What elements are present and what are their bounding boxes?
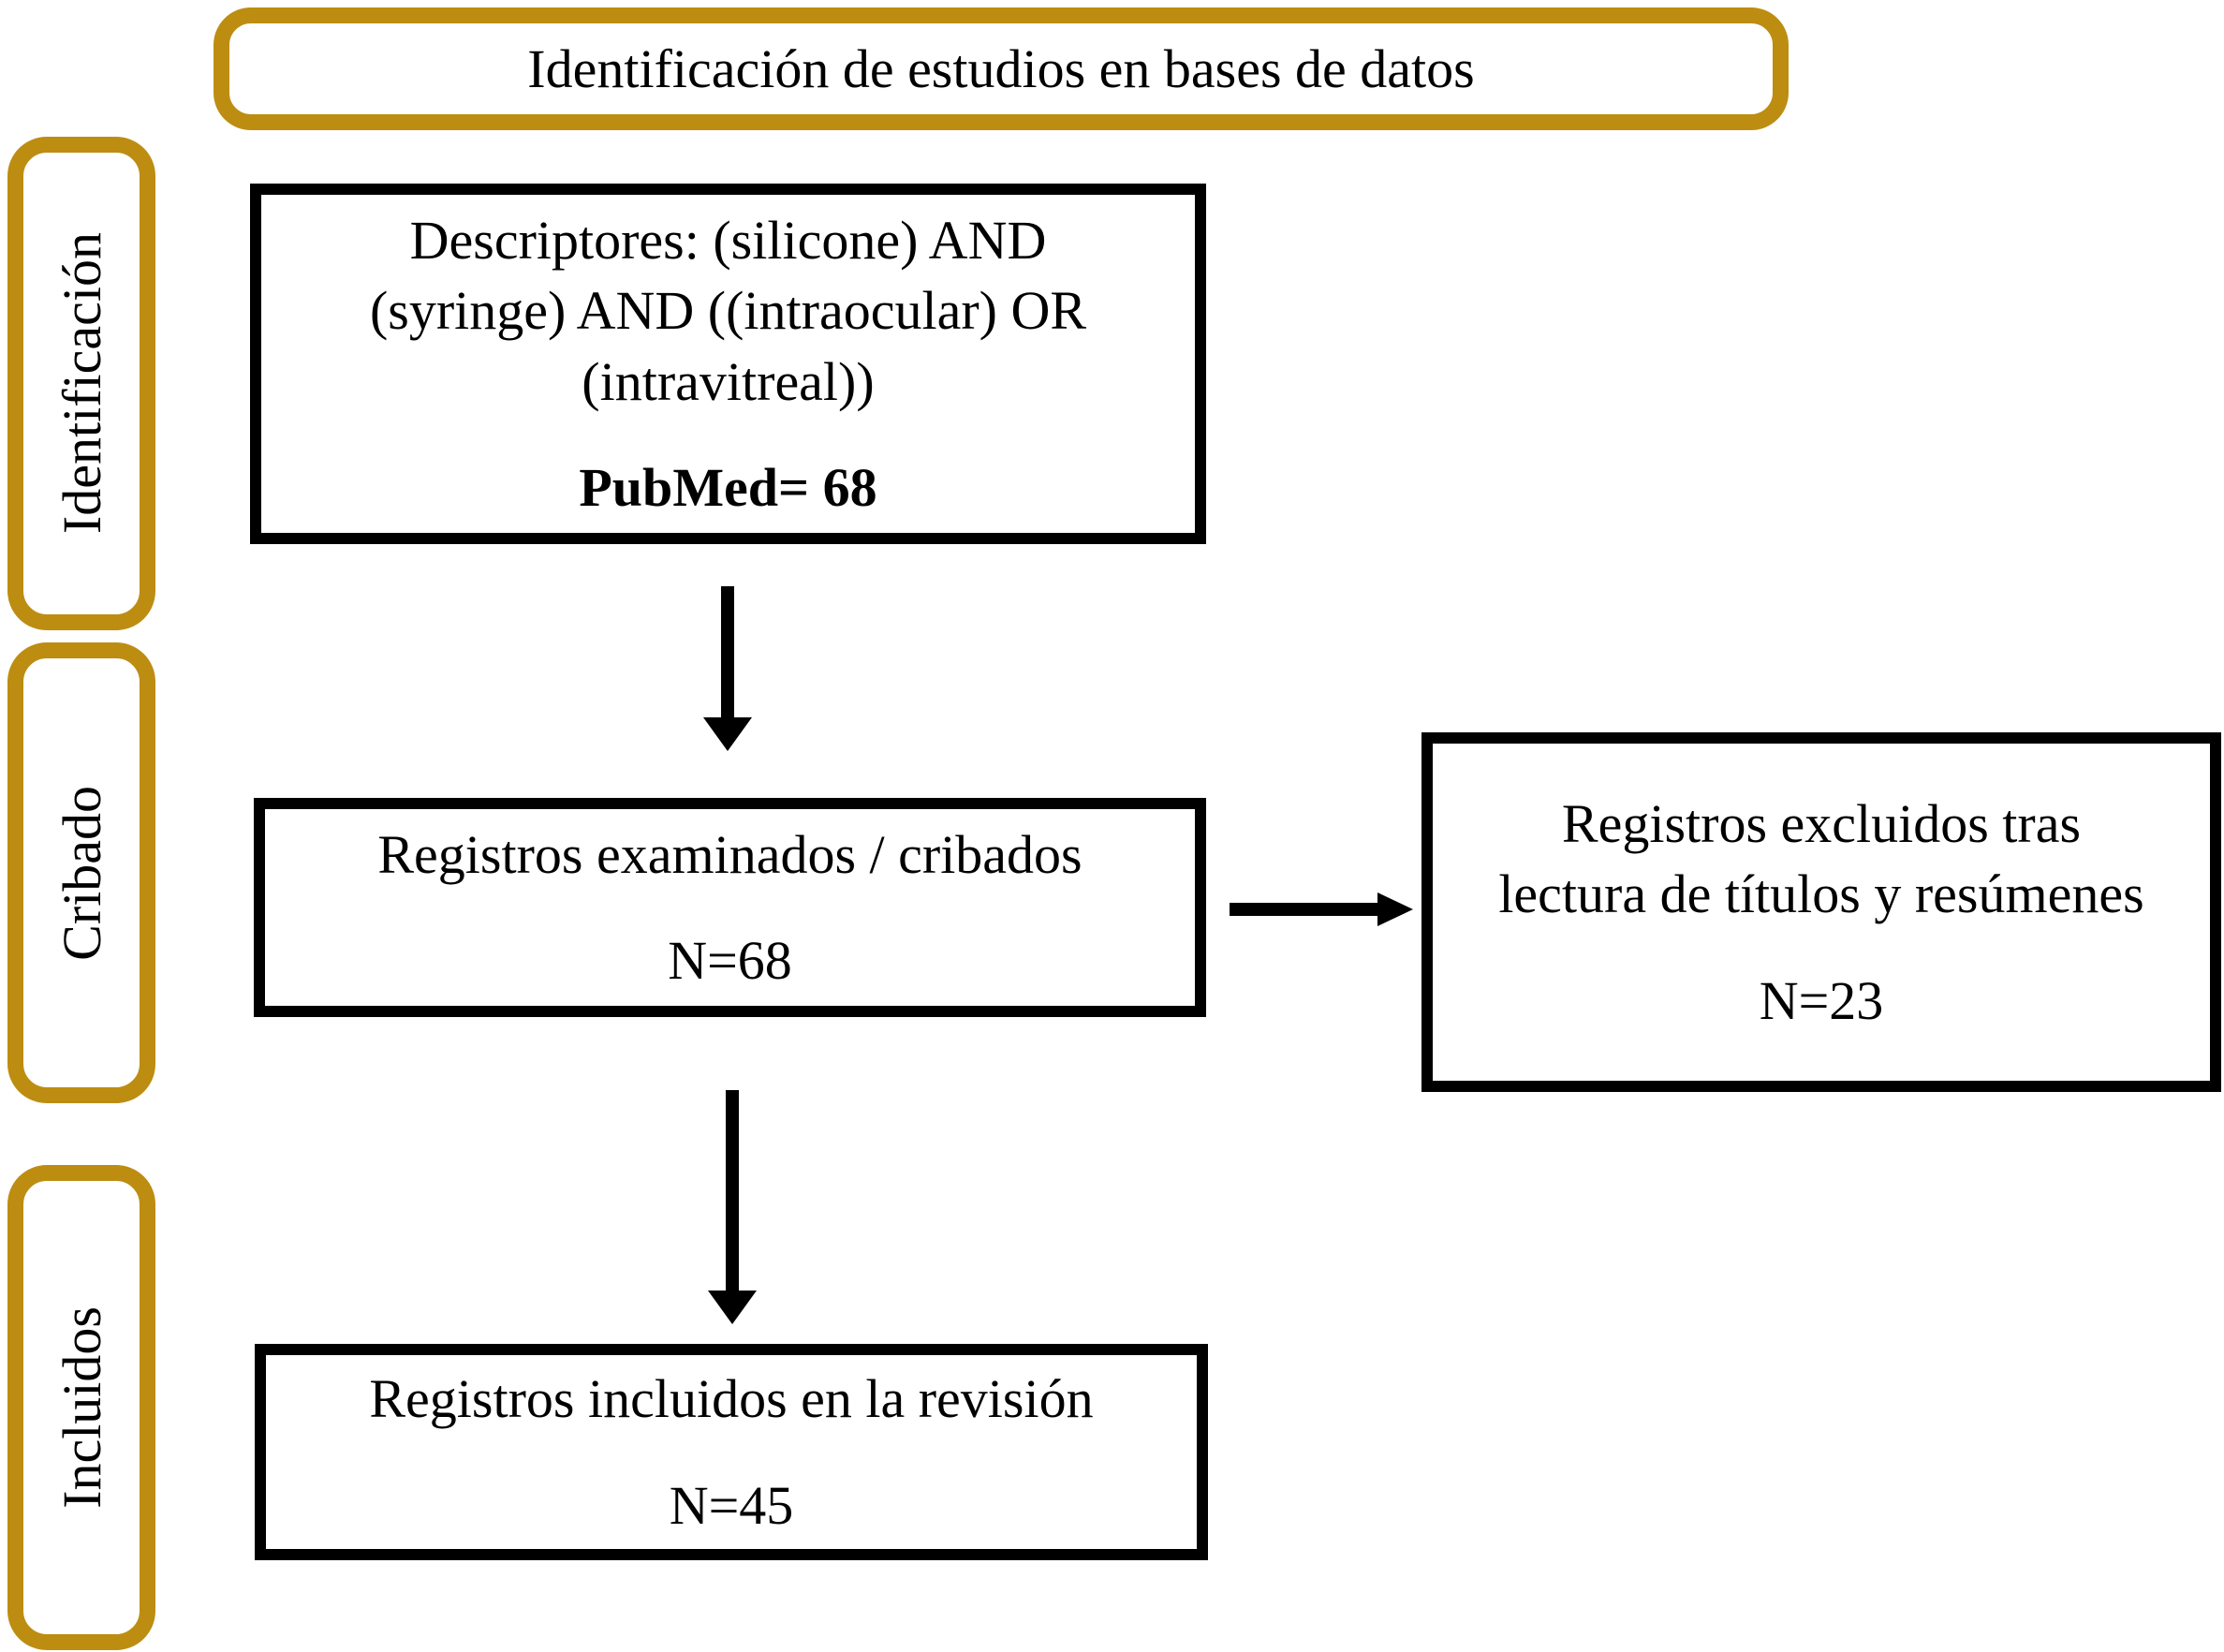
records-screened-text: Registros examinados / cribados bbox=[377, 819, 1082, 890]
arrow-down-screened-to-included bbox=[726, 1090, 739, 1292]
arrow-right-icon bbox=[1377, 892, 1413, 926]
excluded-line-2: lectura de títulos y resúmenes bbox=[1498, 863, 2144, 925]
database-identification-header-box: Identificación de estudios en bases de d… bbox=[214, 7, 1789, 130]
records-included-box: Registros incluidos en la revisión N=45 bbox=[255, 1344, 1208, 1560]
included-count: N=45 bbox=[669, 1474, 794, 1536]
included-line-1: Registros incluidos en la revisión bbox=[369, 1368, 1094, 1430]
search-line-3: (intravitreal)) bbox=[582, 350, 875, 412]
stage-box-cribado: Cribado bbox=[7, 642, 155, 1103]
records-screened-box: Registros examinados / cribados N=68 bbox=[254, 798, 1206, 1017]
search-descriptors-box: Descriptores: (silicone) AND (syringe) A… bbox=[250, 184, 1206, 544]
pubmed-count: PubMed= 68 bbox=[579, 456, 877, 518]
screened-count: N=68 bbox=[668, 930, 792, 991]
stage-box-incluidos: Incluidos bbox=[7, 1165, 155, 1650]
search-line-1: Descriptores: (silicone) AND bbox=[409, 209, 1047, 271]
diagram-title: Identificación de estudios en bases de d… bbox=[527, 38, 1475, 99]
stage-label-incluidos: Incluidos bbox=[51, 1306, 112, 1509]
search-descriptors-text: Descriptores: (silicone) AND (syringe) A… bbox=[370, 205, 1086, 417]
arrow-right-screened-to-excluded bbox=[1230, 903, 1379, 916]
screened-line-1: Registros examinados / cribados bbox=[377, 823, 1083, 885]
records-included-text: Registros incluidos en la revisión bbox=[369, 1364, 1093, 1434]
excluded-count: N=23 bbox=[1759, 969, 1884, 1031]
search-line-2: (syringe) AND ((intraocular) OR bbox=[369, 280, 1087, 342]
excluded-line-1: Registros excluidos tras bbox=[1561, 792, 2082, 854]
stage-label-identificacion: Identificación bbox=[51, 232, 112, 535]
stage-label-cribado: Cribado bbox=[51, 785, 112, 961]
records-excluded-text: Registros excluidos tras lectura de títu… bbox=[1498, 789, 2143, 930]
records-excluded-box: Registros excluidos tras lectura de títu… bbox=[1421, 732, 2221, 1092]
stage-box-identificacion: Identificación bbox=[7, 137, 155, 630]
arrow-down-search-to-screened bbox=[721, 586, 734, 719]
arrow-down-icon bbox=[703, 717, 752, 751]
arrow-down-icon bbox=[708, 1291, 757, 1324]
